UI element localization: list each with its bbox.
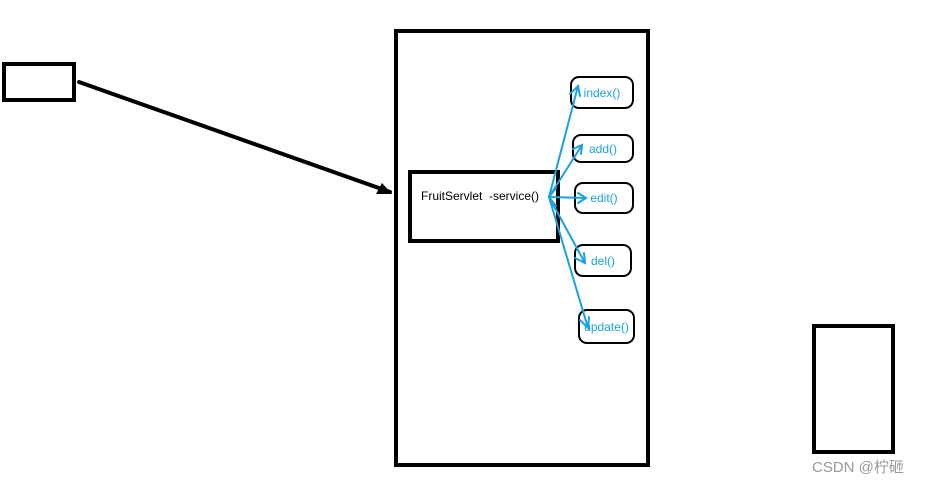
method-update-label: update() xyxy=(584,319,629,334)
method-edit-box: edit() xyxy=(574,182,634,214)
fruit-servlet-label: FruitServlet -service() xyxy=(421,189,540,203)
right-box xyxy=(812,324,895,454)
request-arrow-head xyxy=(376,183,392,194)
method-del-box: del() xyxy=(574,244,632,277)
client-box xyxy=(2,62,76,102)
method-add-label: add() xyxy=(588,141,617,156)
method-edit-label: edit() xyxy=(590,191,618,205)
watermark-text: CSDN @柠砸 xyxy=(812,459,904,476)
request-arrow-line xyxy=(77,80,392,194)
method-del-label: del() xyxy=(590,253,615,268)
fruit-servlet-box xyxy=(408,170,560,243)
method-index-label: index() xyxy=(583,85,621,100)
method-add-box: add() xyxy=(572,134,634,163)
method-update-box: update() xyxy=(578,309,635,344)
method-index-box: index() xyxy=(570,76,634,109)
server-container-box xyxy=(394,29,650,467)
client-to-server-arrow xyxy=(77,80,392,194)
